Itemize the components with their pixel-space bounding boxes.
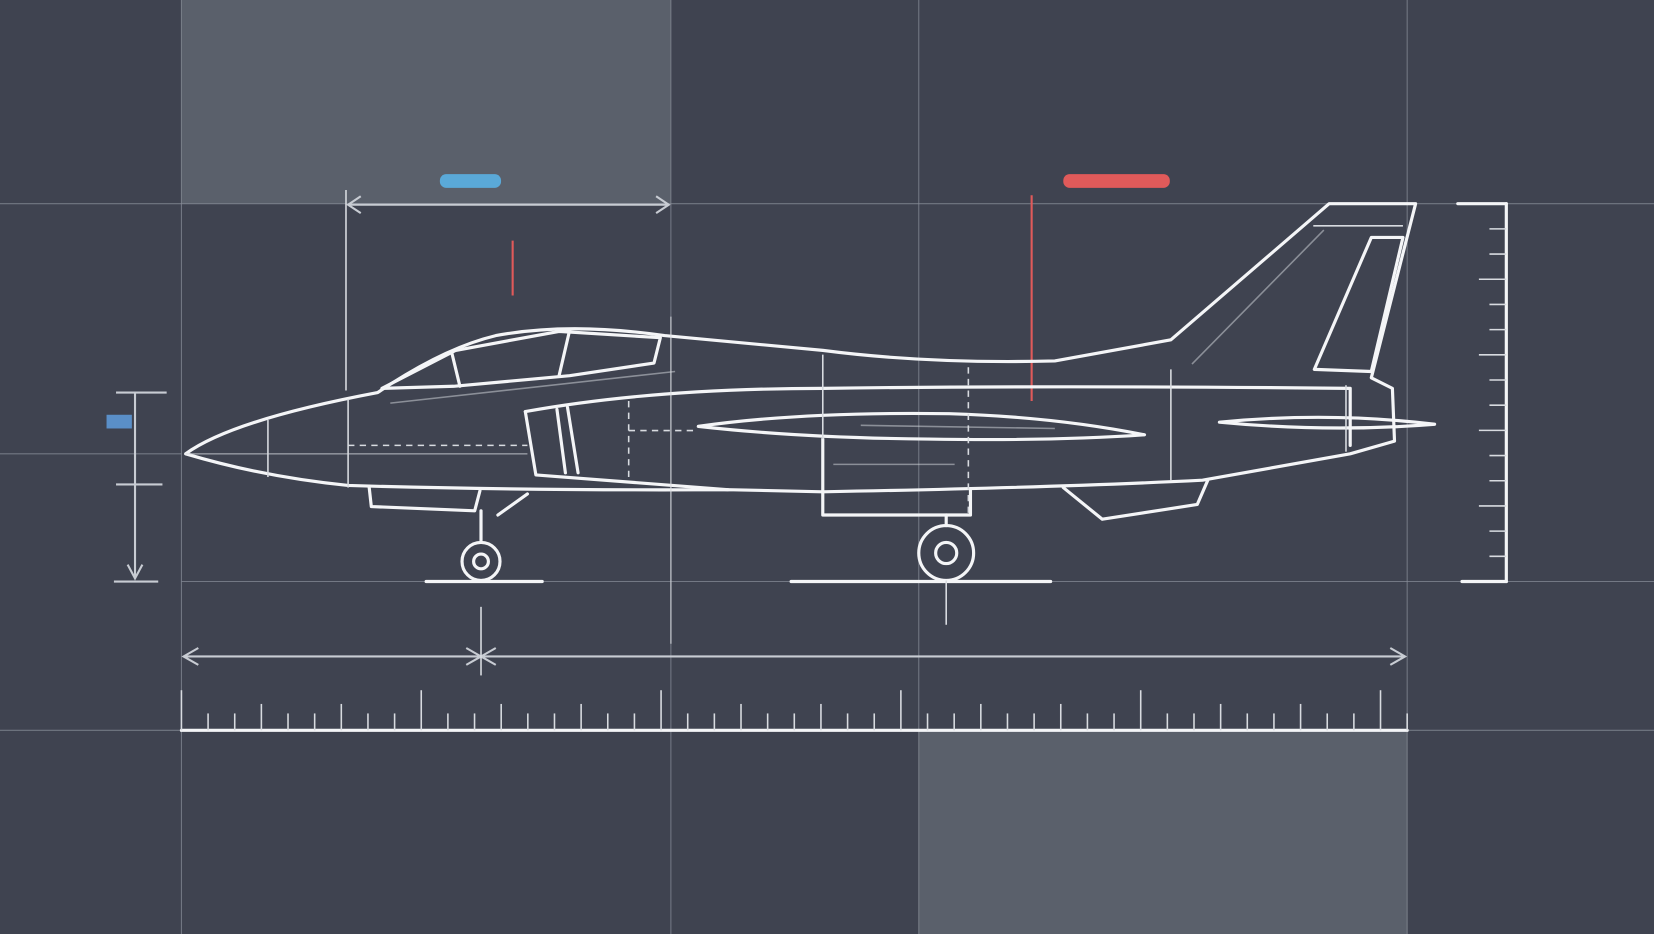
ruler-scale-vertical bbox=[1456, 202, 1508, 584]
highlight-panel-bottom bbox=[918, 730, 1408, 934]
jet-aircraft-icon bbox=[184, 202, 1437, 644]
highlight-panel-top bbox=[181, 0, 671, 204]
dimension-arrow-bottom bbox=[181, 606, 1408, 676]
ruler-scale-horizontal bbox=[179, 690, 1409, 732]
height-dimension bbox=[113, 391, 167, 583]
red-marker bbox=[1063, 174, 1170, 188]
blue-tag bbox=[106, 414, 132, 429]
blue-marker bbox=[439, 174, 502, 188]
dimension-arrow-top bbox=[345, 189, 671, 391]
